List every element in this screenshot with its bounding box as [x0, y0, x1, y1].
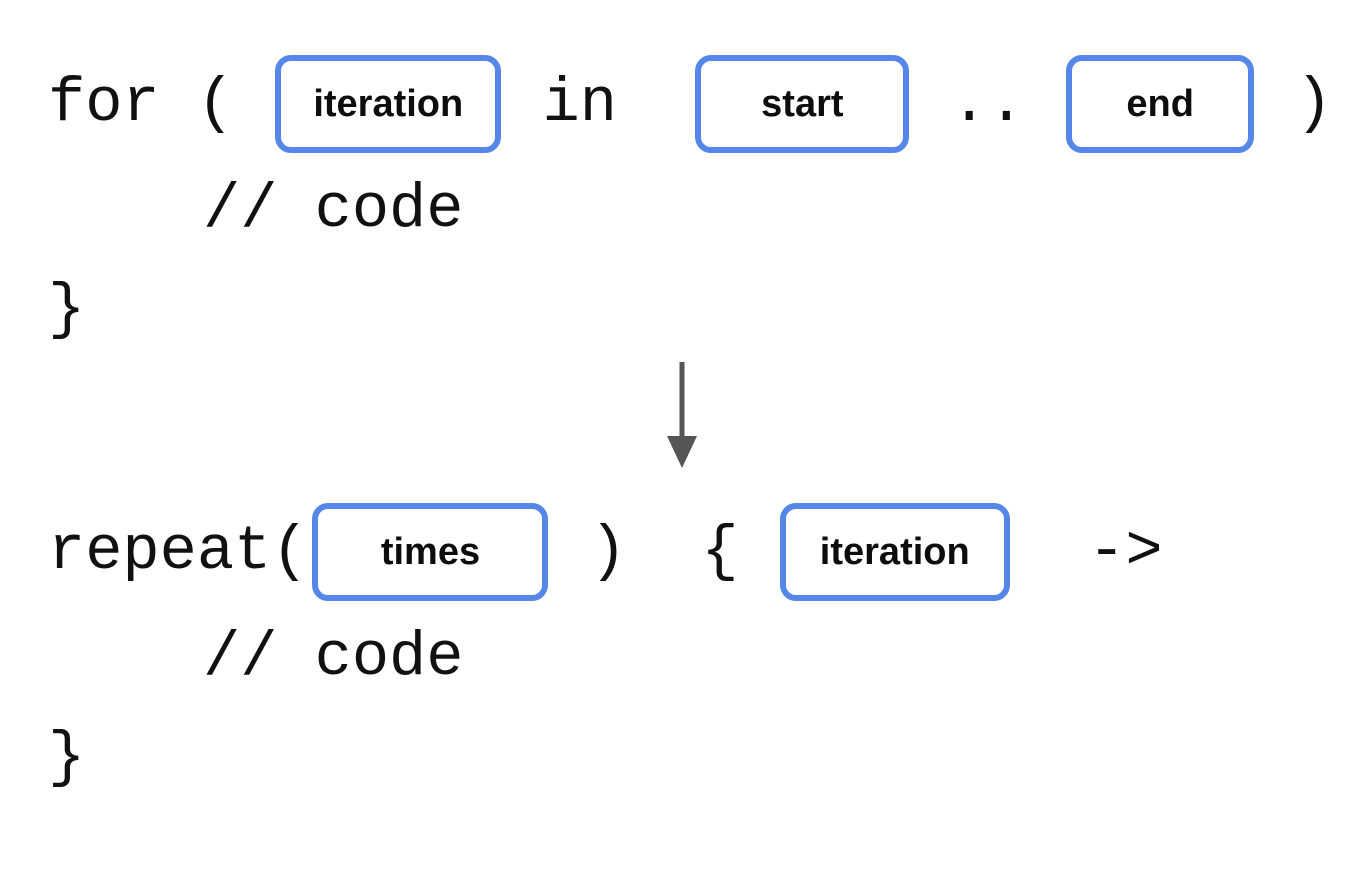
repeat-signature-line: repeat( times ) { iteration ->: [48, 496, 1163, 608]
space: [505, 73, 542, 135]
close-brace: }: [48, 722, 86, 793]
slot-end[interactable]: end: [1066, 55, 1255, 153]
slot-times-label: times: [380, 531, 481, 573]
close-paren: ): [589, 516, 627, 587]
repeat-body-line: // code: [48, 608, 1163, 708]
space: [1014, 521, 1088, 583]
space: [617, 73, 691, 135]
in-keyword: in: [542, 68, 617, 139]
lambda-arrow: ->: [1088, 516, 1163, 587]
space: [234, 73, 271, 135]
slot-iteration-label: iteration: [313, 83, 464, 125]
open-brace: {: [701, 516, 739, 587]
open-paren: (: [196, 68, 235, 139]
space: [913, 73, 950, 135]
slot-end-label: end: [1126, 83, 1194, 125]
slot-iteration-lambda[interactable]: iteration: [779, 503, 1010, 601]
slot-times[interactable]: times: [312, 503, 549, 601]
for-loop-closing-line: }: [48, 260, 1362, 360]
transformation-arrow: [656, 360, 708, 472]
code-block-for-loop: for ( iteration in start .. end ): [48, 48, 1362, 360]
code-comment: // code: [203, 622, 464, 693]
space: [627, 521, 701, 583]
space: [552, 521, 589, 583]
range-operator: ..: [950, 68, 1025, 139]
slot-iteration[interactable]: iteration: [275, 55, 502, 153]
arrow-down-icon: [667, 362, 697, 468]
for-loop-signature-line: for ( iteration in start .. end ): [48, 48, 1362, 160]
space: [1025, 73, 1062, 135]
repeat-closing-line: }: [48, 708, 1163, 808]
space: [739, 521, 776, 583]
code-comment: // code: [203, 174, 464, 245]
space: [160, 73, 197, 135]
slot-start-label: start: [761, 83, 844, 125]
code-block-repeat: repeat( times ) { iteration -> // code }: [48, 496, 1163, 808]
close-brace: }: [48, 274, 86, 345]
repeat-function-call: repeat(: [48, 516, 309, 587]
space: [1333, 73, 1362, 135]
close-paren: ): [1295, 68, 1333, 139]
for-loop-body-line: // code: [48, 160, 1362, 260]
slot-iteration-lambda-label: iteration: [819, 531, 970, 573]
for-keyword: for: [48, 68, 160, 139]
slot-start[interactable]: start: [695, 55, 910, 153]
space: [1258, 73, 1295, 135]
